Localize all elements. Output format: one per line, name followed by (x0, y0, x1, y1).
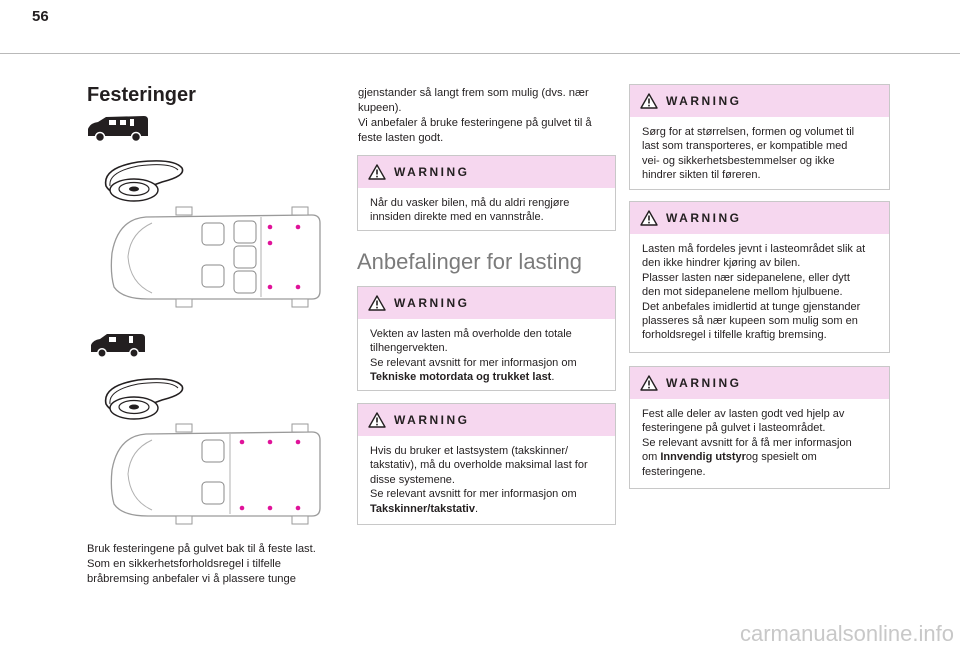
warning-header: WARNING (358, 156, 615, 188)
section-heading: Anbefalinger for lasting (357, 249, 583, 274)
warning-title: WARNING (394, 413, 470, 427)
warning-triangle-icon (640, 210, 658, 226)
warning-text: Sørg for at størrelsen, formen og volume… (642, 126, 855, 182)
warning-box-roof-load: WARNING Hvis du bruker et lastsystem (ta… (357, 403, 616, 525)
warning-triangle-icon (640, 375, 658, 391)
warning-header: WARNING (630, 367, 889, 399)
warning-title: WARNING (394, 165, 470, 179)
warning-triangle-icon (368, 164, 386, 180)
header-divider (0, 53, 960, 54)
crossref-technical-data: Tekniske motordata og trukket last (370, 371, 552, 384)
anchor-ring-detail-icon-2 (104, 378, 184, 420)
crossref-interior-fittings: Innvendig utstyr (660, 451, 746, 464)
warning-title: WARNING (666, 211, 742, 225)
warning-text: Når du vasker bilen, må du aldri rengjør… (370, 197, 570, 224)
van-top-view-short-icon (110, 423, 321, 525)
warning-title: WARNING (666, 376, 742, 390)
warning-header: WARNING (630, 202, 889, 234)
watermark: carmanualsonline.info (739, 621, 954, 646)
van-top-view-long-icon (110, 206, 321, 308)
page-number: 56 (32, 8, 49, 25)
warning-triangle-icon (368, 412, 386, 428)
warning-triangle-icon (640, 93, 658, 109)
anchor-ring-detail-icon (104, 160, 184, 202)
floor-rings-caption: Bruk festeringene på gulvet bak til å fe… (87, 543, 316, 585)
warning-box-size: WARNING Sørg for at størrelsen, formen o… (629, 84, 890, 190)
van-short-icon (91, 334, 145, 358)
warning-box-distribution: WARNING Lasten må fordeles jevnt i laste… (629, 201, 890, 353)
crossref-roof-bars: Takskinner/takstativ (370, 502, 475, 515)
warning-title: WARNING (666, 94, 742, 108)
warning-triangle-icon (368, 295, 386, 311)
warning-header: WARNING (358, 404, 615, 436)
warning-text: Hvis du bruker et lastsystem (takskinner… (370, 445, 588, 515)
loading-intro-text: gjenstander så langt frem som mulig (dvs… (358, 87, 592, 144)
warning-title: WARNING (394, 296, 470, 310)
warning-box-weight: WARNING Vekten av lasten må overholde de… (357, 286, 616, 391)
warning-header: WARNING (358, 287, 615, 319)
page-title: Festeringer (87, 84, 196, 106)
van-long-icon (88, 116, 148, 142)
warning-box-washing: WARNING Når du vasker bilen, må du aldri… (357, 155, 616, 231)
warning-text: Fest alle deler av lasten godt ved hjelp… (642, 408, 852, 478)
warning-text: Lasten må fordeles jevnt i lasteområdet … (642, 243, 866, 342)
warning-text: Vekten av lasten må overholde den totale… (370, 328, 577, 384)
warning-box-securing: WARNING Fest alle deler av lasten godt v… (629, 366, 890, 489)
warning-header: WARNING (630, 85, 889, 117)
